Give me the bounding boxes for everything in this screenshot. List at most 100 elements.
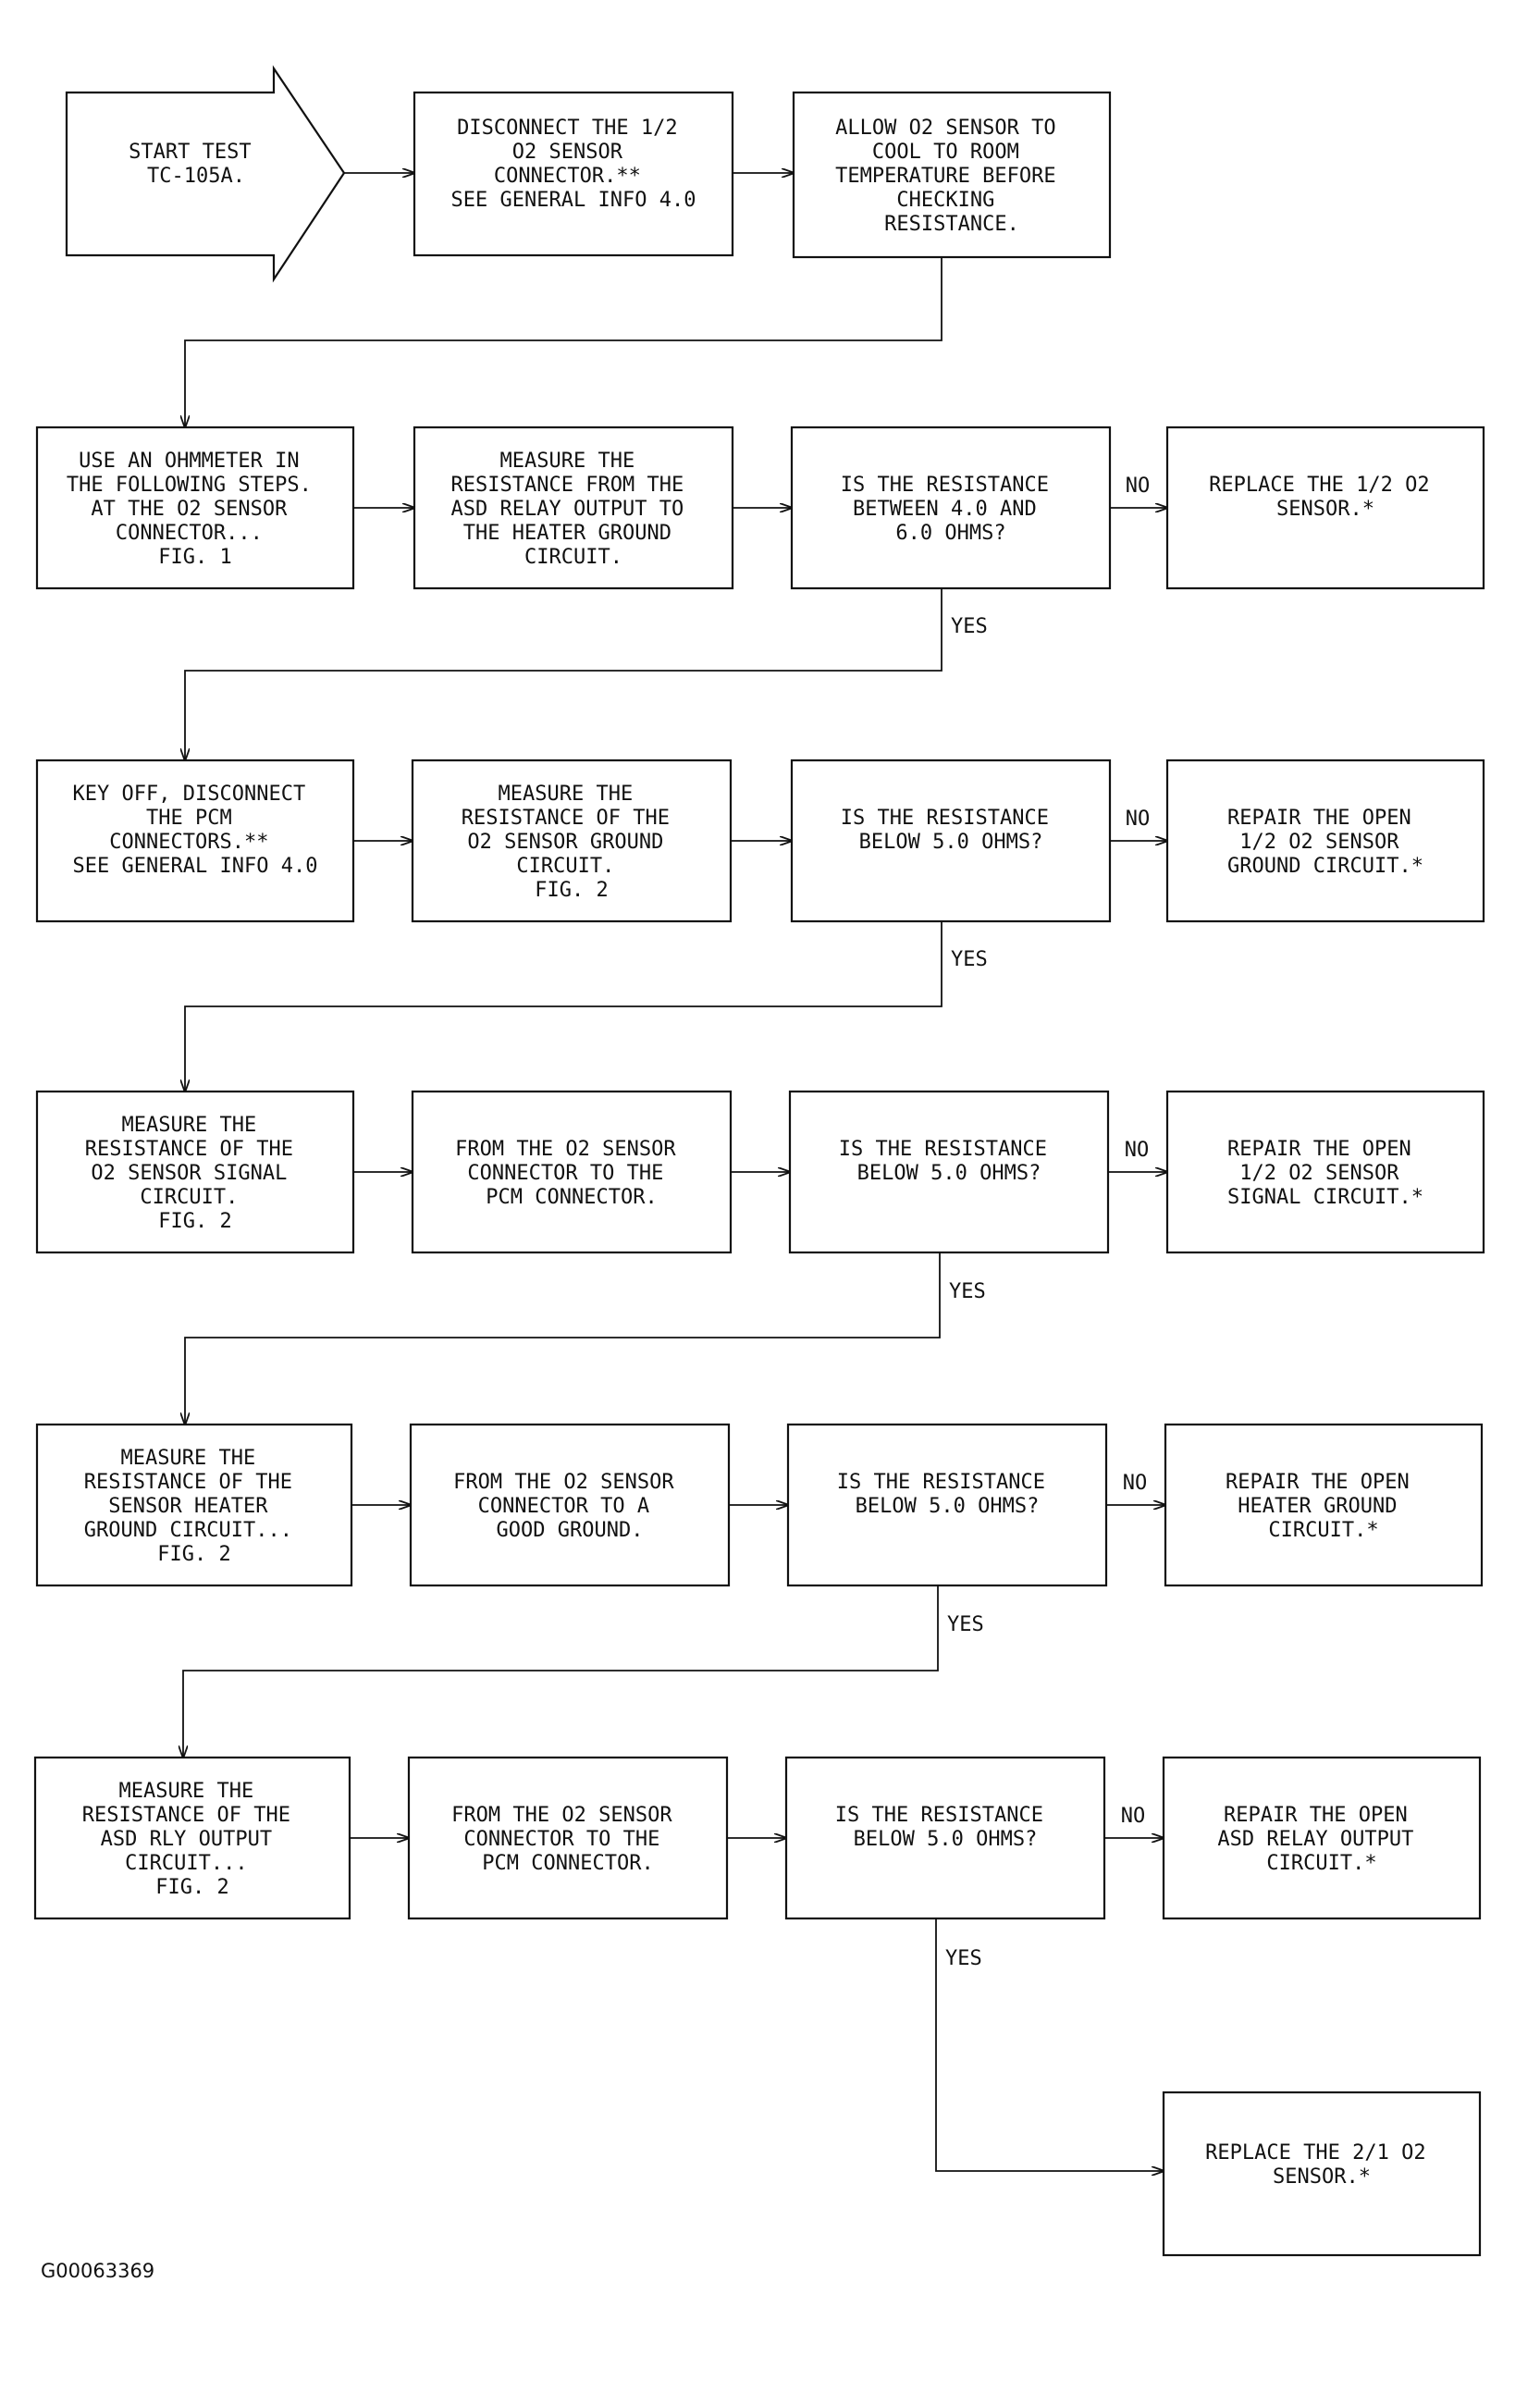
disconnect-sensor-box <box>413 91 734 257</box>
box-line: 1/2 O2 SENSOR <box>1239 1162 1399 1185</box>
box-line: CIRCUIT. <box>516 855 614 878</box>
box-line: BELOW 5.0 OHMS? <box>859 831 1043 854</box>
box-line: 6.0 OHMS? <box>895 522 1005 545</box>
box-line: RESISTANCE OF THE <box>84 1471 292 1494</box>
measure-ground-text: MEASURE THE RESISTANCE OF THE O2 SENSOR … <box>462 783 682 902</box>
repair-signal-box <box>1165 1090 1485 1254</box>
box-line: REPAIR THE OPEN <box>1226 1471 1410 1494</box>
measure-asd-heater-text: MEASURE THE RESISTANCE FROM THE ASD RELA… <box>451 450 696 569</box>
from-sensor-to-ground-box <box>409 1423 731 1587</box>
box-line: PCM CONNECTOR. <box>486 1186 657 1209</box>
box-line: IS THE RESISTANCE <box>839 1138 1047 1161</box>
replace-2-1-sensor-box <box>1162 2091 1482 2257</box>
box-line: MEASURE THE <box>122 1114 257 1137</box>
yes-arrow <box>185 588 942 760</box>
box-line: RESISTANCE FROM THE <box>451 474 684 497</box>
question-box <box>790 426 1112 590</box>
question-box <box>790 759 1112 923</box>
yes-label: YES <box>949 1280 986 1303</box>
box-line: CONNECTORS.** <box>109 831 268 854</box>
allow-cool-box <box>792 91 1112 259</box>
box-line: O2 SENSOR <box>512 141 623 164</box>
box-line: ASD RLY OUTPUT <box>101 1828 272 1851</box>
use-ohmmeter-text: USE AN OHMMETER IN THE FOLLOWING STEPS. … <box>67 450 324 569</box>
box-line: RESISTANCE OF THE <box>82 1804 290 1827</box>
box-line: IS THE RESISTANCE <box>841 474 1049 497</box>
from-sensor-to-pcm-text: FROM THE O2 SENSOR CONNECTOR TO THE PCM … <box>451 1804 684 1875</box>
box-line: IS THE RESISTANCE <box>837 1471 1045 1494</box>
box-line: AT THE O2 SENSOR <box>91 498 288 521</box>
yes-arrow <box>185 1252 941 1425</box>
box-line: FIG. 2 <box>535 879 608 902</box>
box-line: FROM THE O2 SENSOR <box>451 1804 672 1827</box>
repair-signal-text: REPAIR THE OPEN 1/2 O2 SENSOR SIGNAL CIR… <box>1227 1138 1423 1209</box>
box-line: SEE GENERAL INFO 4.0 <box>451 189 696 212</box>
box-line: ALLOW O2 SENSOR TO <box>835 117 1055 140</box>
measure-heater-ground-box <box>35 1423 353 1587</box>
yes-arrow <box>183 1585 939 1758</box>
box-line: REPLACE THE 1/2 O2 <box>1209 474 1429 497</box>
question-box <box>784 1756 1106 1920</box>
box-line: RESISTANCE OF THE <box>85 1138 293 1161</box>
box-line: SENSOR HEATER <box>108 1495 268 1518</box>
no-label: NO <box>1121 1805 1146 1828</box>
box-line: CONNECTOR TO THE <box>467 1162 663 1185</box>
from-sensor-to-pcm-text: FROM THE O2 SENSOR CONNECTOR TO THE PCM … <box>455 1138 688 1209</box>
question-text: IS THE RESISTANCE BELOW 5.0 OHMS? <box>835 1804 1055 1851</box>
box-line: CIRCUIT. <box>140 1186 238 1209</box>
box-line: SENSOR.* <box>1276 498 1374 521</box>
box-line: CHECKING <box>896 189 994 212</box>
box-line: REPAIR THE OPEN <box>1224 1804 1408 1827</box>
box-line: CONNECTOR.** <box>494 165 641 188</box>
box-line: MEASURE THE <box>121 1447 256 1470</box>
box-line: GROUND CIRCUIT.* <box>1227 855 1423 878</box>
box-line: BETWEEN 4.0 AND <box>853 498 1037 521</box>
from-sensor-to-pcm-box <box>407 1756 729 1920</box>
box-line: THE HEATER GROUND <box>463 522 671 545</box>
measure-ground-box <box>411 759 733 923</box>
box-line: DISCONNECT THE 1/2 <box>457 117 677 140</box>
yes-label: YES <box>951 948 988 971</box>
repair-ground-box <box>1165 759 1485 923</box>
question-text: IS THE RESISTANCE BELOW 5.0 OHMS? <box>837 1471 1057 1518</box>
box-line: CIRCUIT. <box>524 546 622 569</box>
box-line: O2 SENSOR SIGNAL <box>91 1162 287 1185</box>
start-arrow-shape <box>65 65 346 283</box>
box-line: HEATER GROUND <box>1238 1495 1397 1518</box>
box-line: ASD RELAY OUTPUT TO <box>451 498 684 521</box>
box-line: IS THE RESISTANCE <box>835 1804 1043 1827</box>
yes-label: YES <box>951 615 988 638</box>
box-line: 1/2 O2 SENSOR <box>1239 831 1399 854</box>
box-line: ASD RELAY OUTPUT <box>1217 1828 1413 1851</box>
box-line: THE FOLLOWING STEPS. <box>67 474 312 497</box>
measure-asd-output-box <box>33 1756 351 1920</box>
box-line: SEE GENERAL INFO 4.0 <box>73 855 318 878</box>
box-line: BELOW 5.0 OHMS? <box>854 1828 1038 1851</box>
box-line: BELOW 5.0 OHMS? <box>856 1495 1040 1518</box>
box-line: REPLACE THE 2/1 O2 <box>1205 2141 1425 2165</box>
box-line: CIRCUIT... <box>125 1852 247 1875</box>
replace-sensor-box <box>1165 426 1485 590</box>
box-line: CIRCUIT.* <box>1266 1852 1376 1875</box>
question-text: IS THE RESISTANCE BELOW 5.0 OHMS? <box>839 1138 1059 1185</box>
box-line: CONNECTOR TO A <box>478 1495 649 1518</box>
box-line: O2 SENSOR GROUND <box>467 831 663 854</box>
question-text: IS THE RESISTANCE BETWEEN 4.0 AND 6.0 OH… <box>841 474 1061 545</box>
replace-2-1-sensor-text: REPLACE THE 2/1 O2 SENSOR.* <box>1205 2141 1438 2189</box>
box-line: FROM THE O2 SENSOR <box>455 1138 676 1161</box>
box-line: REPAIR THE OPEN <box>1227 807 1411 830</box>
use-ohmmeter-box <box>35 426 355 590</box>
box-line: MEASURE THE <box>119 1780 254 1803</box>
box-line: CIRCUIT.* <box>1268 1519 1378 1542</box>
yes-label: YES <box>945 1947 982 1970</box>
measure-heater-ground-text: MEASURE THE RESISTANCE OF THE SENSOR HEA… <box>84 1447 304 1566</box>
box-line: REPAIR THE OPEN <box>1227 1138 1411 1161</box>
box-line: FIG. 2 <box>155 1876 228 1899</box>
no-label: NO <box>1123 1472 1148 1495</box>
box-line: BELOW 5.0 OHMS? <box>857 1162 1041 1185</box>
question-box <box>788 1090 1110 1254</box>
question-text: IS THE RESISTANCE BELOW 5.0 OHMS? <box>841 807 1061 854</box>
box-line: THE PCM <box>146 807 232 830</box>
box-line: FROM THE O2 SENSOR <box>453 1471 674 1494</box>
from-sensor-to-ground-text: FROM THE O2 SENSOR CONNECTOR TO A GOOD G… <box>453 1471 686 1542</box>
